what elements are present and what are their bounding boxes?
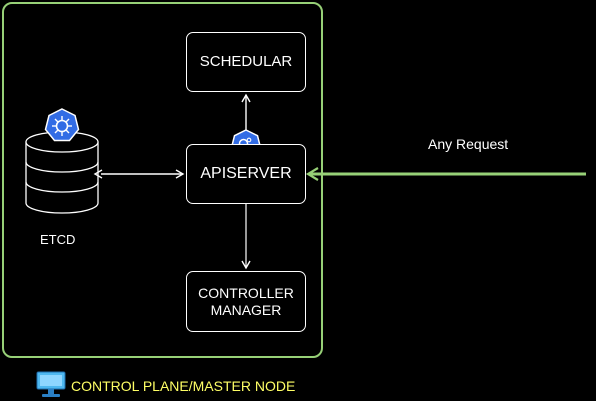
etcd-database-icon <box>25 131 99 214</box>
apiserver-node: APISERVER <box>186 144 306 204</box>
schedular-node: SCHEDULAR <box>186 32 306 92</box>
controller-manager-node: CONTROLLER MANAGER <box>186 271 306 332</box>
schedular-label: SCHEDULAR <box>199 53 293 70</box>
control-plane-label: CONTROL PLANE/MASTER NODE <box>71 378 296 394</box>
computer-monitor-icon <box>36 371 66 397</box>
control-plane-frame <box>2 2 323 358</box>
kubernetes-helm-icon <box>44 108 80 142</box>
etcd-label: ETCD <box>40 232 76 247</box>
apiserver-label: APISERVER <box>200 165 292 183</box>
request-label: Any Request <box>428 136 509 152</box>
controller-manager-label: CONTROLLER MANAGER <box>198 284 294 318</box>
